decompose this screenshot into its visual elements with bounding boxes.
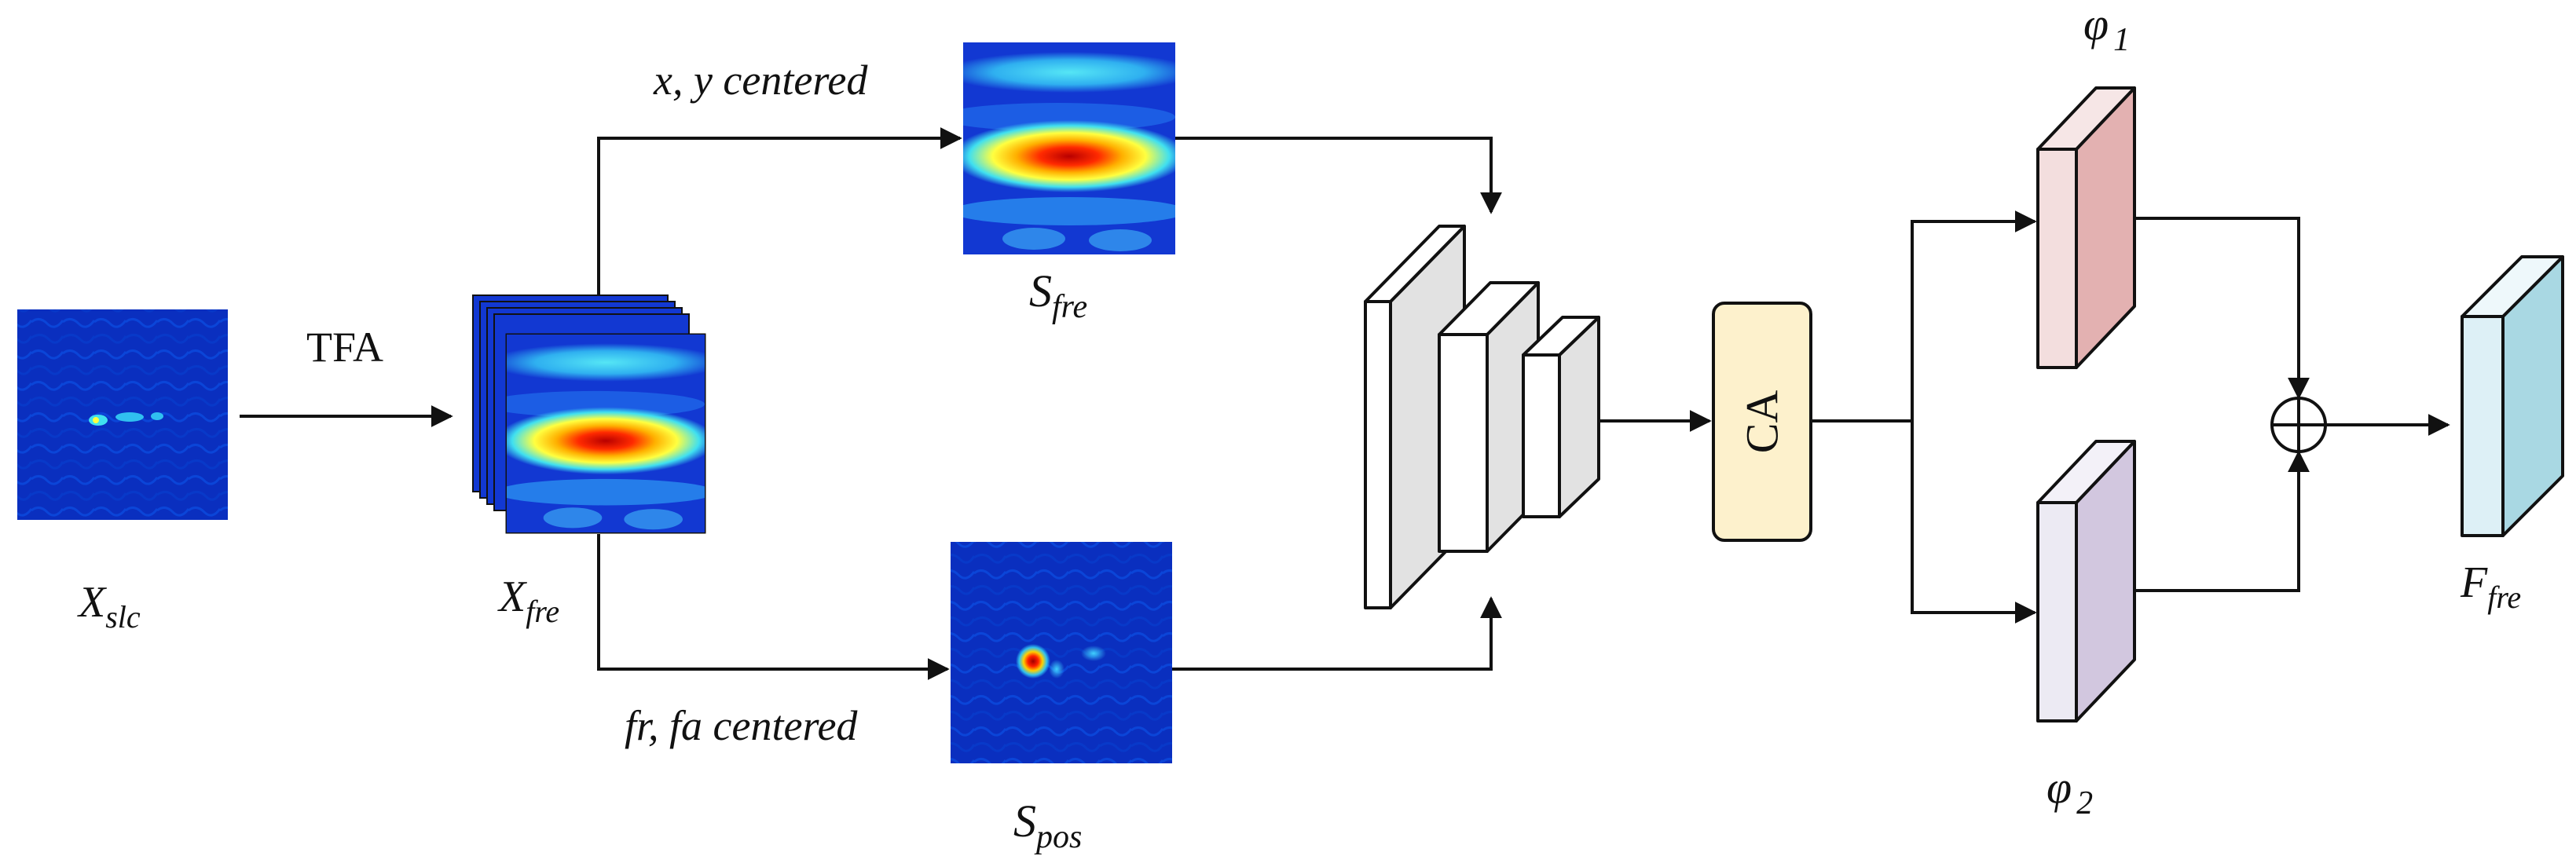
sum-node-icon <box>2270 397 2327 453</box>
ca-to-phi2-edge <box>1911 421 2037 624</box>
s-pos-label: Spos <box>1013 796 1082 855</box>
tfa-label: TFA <box>306 324 383 371</box>
s-fre-to-backbone-edge <box>1175 137 1502 214</box>
stack-label: Xfre <box>497 573 559 629</box>
top-branch-edge <box>597 127 962 295</box>
s-fre-image <box>940 42 1195 254</box>
bottom-branch-label: fr, fa centered <box>625 702 858 749</box>
top-branch-label: x, y centered <box>653 57 868 104</box>
output-block <box>2461 255 2564 537</box>
phi1-to-sum-edge <box>2134 217 2310 400</box>
phi1-block <box>2036 86 2136 369</box>
s-pos-image <box>951 542 1172 763</box>
s-fre-label: Sfre <box>1029 265 1087 325</box>
output-label: Ffre <box>2460 558 2521 615</box>
backbone-block <box>1364 225 1600 609</box>
phi2-block <box>2036 440 2136 722</box>
s-pos-to-backbone-edge <box>1172 596 1502 671</box>
input-label: Xslc <box>77 578 141 635</box>
bottom-branch-edge <box>597 534 950 680</box>
spectrogram-stack <box>472 294 706 534</box>
input-image <box>17 309 228 520</box>
phi2-to-sum-edge <box>2134 450 2310 592</box>
ca-to-phi1-edge <box>1811 210 2037 423</box>
ca-label: CA <box>1737 390 1788 454</box>
